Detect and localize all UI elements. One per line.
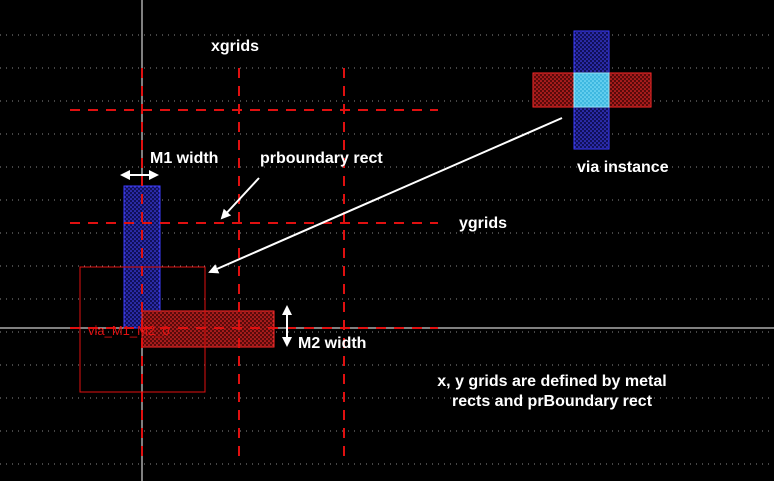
note-line-1: x, y grids are defined by metal	[437, 373, 667, 390]
xgrid-lines	[141, 68, 345, 462]
ygrids-label: ygrids	[459, 215, 508, 232]
m1-width-label: M1 width	[150, 150, 219, 167]
via-instance-pointer-arrow	[208, 117, 563, 274]
grid-definition-note: x, y grids are defined by metal rects an…	[392, 372, 712, 412]
via-cut	[573, 72, 610, 108]
via-instance-symbol	[532, 30, 652, 150]
via-cell-name-label: via_M1_M2_0	[88, 323, 170, 338]
note-line-2: rects and prBoundary rect	[451, 393, 653, 410]
via-instance-label: via instance	[577, 159, 669, 176]
prboundary-rect-label: prboundary rect	[260, 150, 383, 167]
ygrid-lines	[70, 109, 438, 329]
xgrids-label: xgrids	[211, 38, 260, 55]
prboundary-pointer-arrow	[220, 177, 260, 220]
m2-width-label: M2 width	[298, 335, 367, 352]
